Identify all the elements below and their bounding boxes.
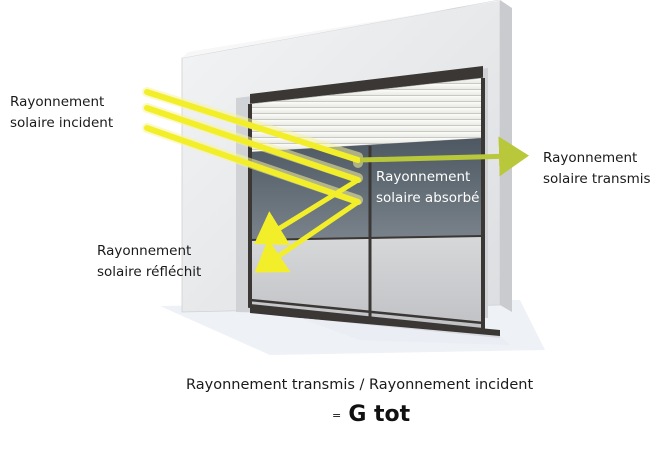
- reflected-radiation-label: Rayonnement solaire réfléchit: [97, 241, 201, 283]
- incident-radiation-label: Rayonnement solaire incident: [10, 92, 113, 134]
- transmitted-label-line2: solaire transmis: [543, 171, 651, 187]
- window-bottom-rail: [249, 298, 484, 325]
- reflected-label-line2: solaire réfléchit: [97, 264, 202, 280]
- reflected-rays: [254, 177, 360, 273]
- incident-label-line1: Rayonnement: [10, 94, 105, 110]
- transmitted-label-line1: Rayonnement: [543, 150, 638, 166]
- window-sill: [250, 306, 500, 338]
- formula-equals-sign: =: [332, 409, 342, 422]
- transmitted-radiation-label: Rayonnement solaire transmis: [543, 148, 651, 190]
- absorbed-label-line2: solaire absorbé: [376, 190, 480, 206]
- window-sill-light: [300, 318, 510, 345]
- formula-g-tot: G tot: [348, 402, 411, 427]
- incident-rays: [142, 87, 363, 205]
- formula-result: = G tot: [332, 402, 410, 427]
- absorbed-radiation-label: Rayonnement solaire absorbé: [376, 167, 479, 209]
- absorbed-label-line1: Rayonnement: [376, 169, 471, 185]
- incident-label-line2: solaire incident: [10, 115, 114, 131]
- transmitted-ray: [359, 136, 529, 177]
- formula-ratio: Rayonnement transmis / Rayonnement incid…: [186, 377, 534, 393]
- roller-shutter-box: [250, 66, 483, 104]
- reflected-label-line1: Rayonnement: [97, 243, 192, 259]
